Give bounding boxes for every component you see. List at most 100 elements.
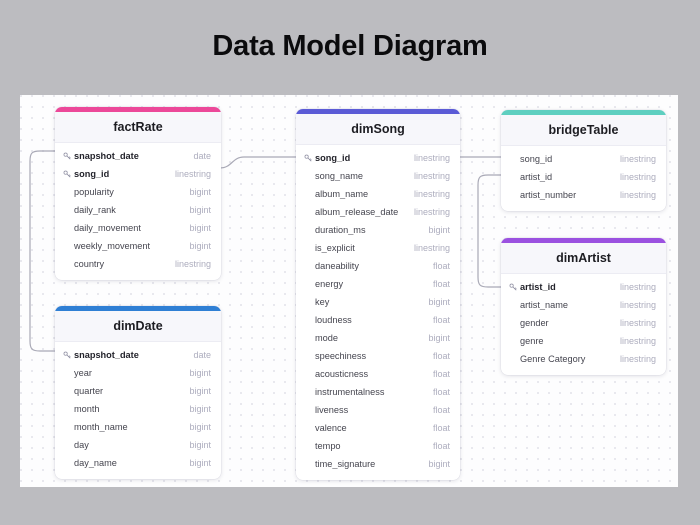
column-type: linestring bbox=[619, 172, 656, 182]
column-name: artist_id bbox=[520, 282, 556, 292]
column-name: liveness bbox=[315, 405, 349, 415]
column-row[interactable]: album_name linestring bbox=[296, 185, 460, 203]
column-name: key bbox=[315, 297, 330, 307]
pk-slot bbox=[63, 152, 74, 160]
column-row[interactable]: loudness float bbox=[296, 311, 460, 329]
column-row[interactable]: artist_id linestring bbox=[501, 168, 666, 186]
column-name: energy bbox=[315, 279, 344, 289]
column-type: bigint bbox=[428, 225, 450, 235]
column-row[interactable]: energy float bbox=[296, 275, 460, 293]
column-type: bigint bbox=[189, 422, 211, 432]
column-type: float bbox=[432, 315, 450, 325]
column-type: float bbox=[432, 369, 450, 379]
column-type: bigint bbox=[189, 187, 211, 197]
column-name: month_name bbox=[74, 422, 128, 432]
key-icon bbox=[63, 152, 71, 160]
column-type: linestring bbox=[619, 336, 656, 346]
column-name: popularity bbox=[74, 187, 114, 197]
column-type: linestring bbox=[619, 190, 656, 200]
column-row[interactable]: artist_id linestring bbox=[501, 278, 666, 296]
column-type: linestring bbox=[413, 207, 450, 217]
column-type: float bbox=[432, 351, 450, 361]
key-icon bbox=[63, 351, 71, 359]
column-type: bigint bbox=[189, 205, 211, 215]
column-row[interactable]: month_name bigint bbox=[55, 418, 221, 436]
pk-slot bbox=[63, 351, 74, 359]
column-row[interactable]: duration_ms bigint bbox=[296, 221, 460, 239]
column-name: daily_movement bbox=[74, 223, 141, 233]
column-type: bigint bbox=[428, 333, 450, 343]
column-type: float bbox=[432, 441, 450, 451]
column-type: linestring bbox=[619, 282, 656, 292]
key-icon bbox=[304, 154, 312, 162]
column-name: duration_ms bbox=[315, 225, 366, 235]
column-name: snapshot_date bbox=[74, 350, 139, 360]
table-title-dimDate: dimDate bbox=[55, 311, 221, 342]
column-type: linestring bbox=[174, 169, 211, 179]
column-type: float bbox=[432, 261, 450, 271]
pk-slot bbox=[63, 170, 74, 178]
column-name: time_signature bbox=[315, 459, 376, 469]
column-name: artist_id bbox=[520, 172, 553, 182]
column-type: bigint bbox=[189, 458, 211, 468]
column-name: album_name bbox=[315, 189, 369, 199]
column-type: bigint bbox=[189, 241, 211, 251]
column-name: country bbox=[74, 259, 105, 269]
column-type: linestring bbox=[413, 189, 450, 199]
column-name: quarter bbox=[74, 386, 104, 396]
column-name: speechiness bbox=[315, 351, 367, 361]
column-row[interactable]: speechiness float bbox=[296, 347, 460, 365]
key-icon bbox=[63, 170, 71, 178]
pk-slot bbox=[304, 154, 315, 162]
column-name: snapshot_date bbox=[74, 151, 139, 161]
column-row[interactable]: popularity bigint bbox=[55, 183, 221, 201]
column-type: bigint bbox=[189, 368, 211, 378]
column-name: is_explicit bbox=[315, 243, 355, 253]
column-type: linestring bbox=[619, 300, 656, 310]
accent-bar bbox=[55, 107, 221, 112]
column-name: Genre Category bbox=[520, 354, 586, 364]
column-type: float bbox=[432, 279, 450, 289]
column-name: valence bbox=[315, 423, 347, 433]
column-name: loudness bbox=[315, 315, 352, 325]
